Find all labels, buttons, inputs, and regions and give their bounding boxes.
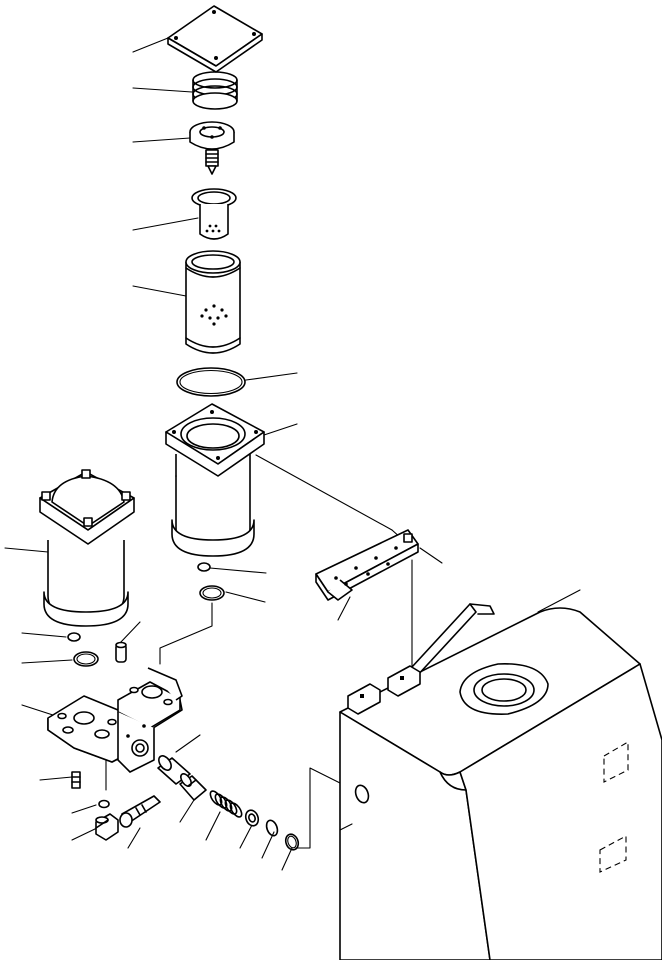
leader-filter-head xyxy=(21,704,57,717)
filter-head xyxy=(47,667,183,773)
relief-valve xyxy=(189,121,235,175)
ref-line-case-to-bracket xyxy=(255,454,393,531)
leader-lines xyxy=(4,37,581,871)
leader-o-ring-small-a xyxy=(209,567,267,574)
valve-seat xyxy=(179,773,207,801)
o-ring-c xyxy=(67,632,81,642)
leader-washer xyxy=(71,804,97,814)
leader-valve-sleeve xyxy=(175,734,201,753)
hydraulic-tank xyxy=(339,603,662,960)
leader-hydraulic-tank xyxy=(537,589,581,613)
leader-bolt xyxy=(127,827,141,849)
mounting-bracket xyxy=(315,529,419,601)
o-ring-small-a xyxy=(197,562,211,572)
leader-filter-cover xyxy=(132,37,169,53)
leader-filter-element xyxy=(132,285,187,297)
o-ring-small-b xyxy=(199,585,225,601)
leader-o-ring-c xyxy=(21,632,67,638)
ref-line-port-to-tank xyxy=(295,767,355,849)
leader-dowel-pin xyxy=(119,621,141,644)
leader-strainer-cup xyxy=(132,217,199,231)
strainer-cup xyxy=(191,188,237,240)
filter-case xyxy=(165,403,265,557)
washer xyxy=(98,799,110,809)
seal-ring xyxy=(244,809,300,851)
o-ring-large xyxy=(176,367,246,397)
leader-valve-spring xyxy=(205,811,221,841)
leader-valve-seat xyxy=(179,799,195,823)
leader-o-ring-large xyxy=(245,372,298,381)
leader-relief-valve xyxy=(132,137,191,143)
leader-seal-ring-b xyxy=(261,831,275,859)
filter-cover xyxy=(167,5,263,73)
dowel-pin xyxy=(115,641,127,663)
ref-line-oring-to-head xyxy=(159,602,213,665)
leader-o-ring-d xyxy=(21,659,73,664)
leader-o-ring-small-b xyxy=(225,591,266,603)
leader-elbow-fitting xyxy=(71,827,98,841)
leader-mounting-bracket xyxy=(337,596,351,621)
leader-bracket-bolt xyxy=(419,547,443,564)
plug xyxy=(71,771,81,789)
spring xyxy=(192,71,238,110)
bolt xyxy=(119,795,161,828)
elbow-fitting xyxy=(95,813,119,841)
leader-spring xyxy=(132,87,193,93)
o-ring-d xyxy=(73,651,99,667)
leader-plug xyxy=(39,776,73,781)
leader-seal-ring-a xyxy=(239,824,253,849)
leader-seal-ring-c xyxy=(281,847,293,871)
leader-filter-case-assembly xyxy=(4,547,49,553)
filter-element xyxy=(185,250,241,354)
valve-spring xyxy=(209,790,243,818)
filter-case-assembly xyxy=(39,469,135,627)
